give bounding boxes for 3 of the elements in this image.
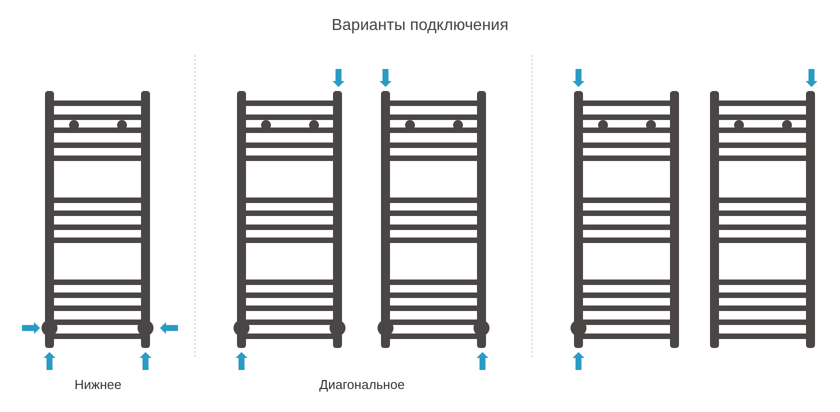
title: Варианты подключения xyxy=(330,16,510,36)
variant-label: Диагональное xyxy=(319,376,405,394)
variant-label: Нижнее xyxy=(74,376,122,394)
